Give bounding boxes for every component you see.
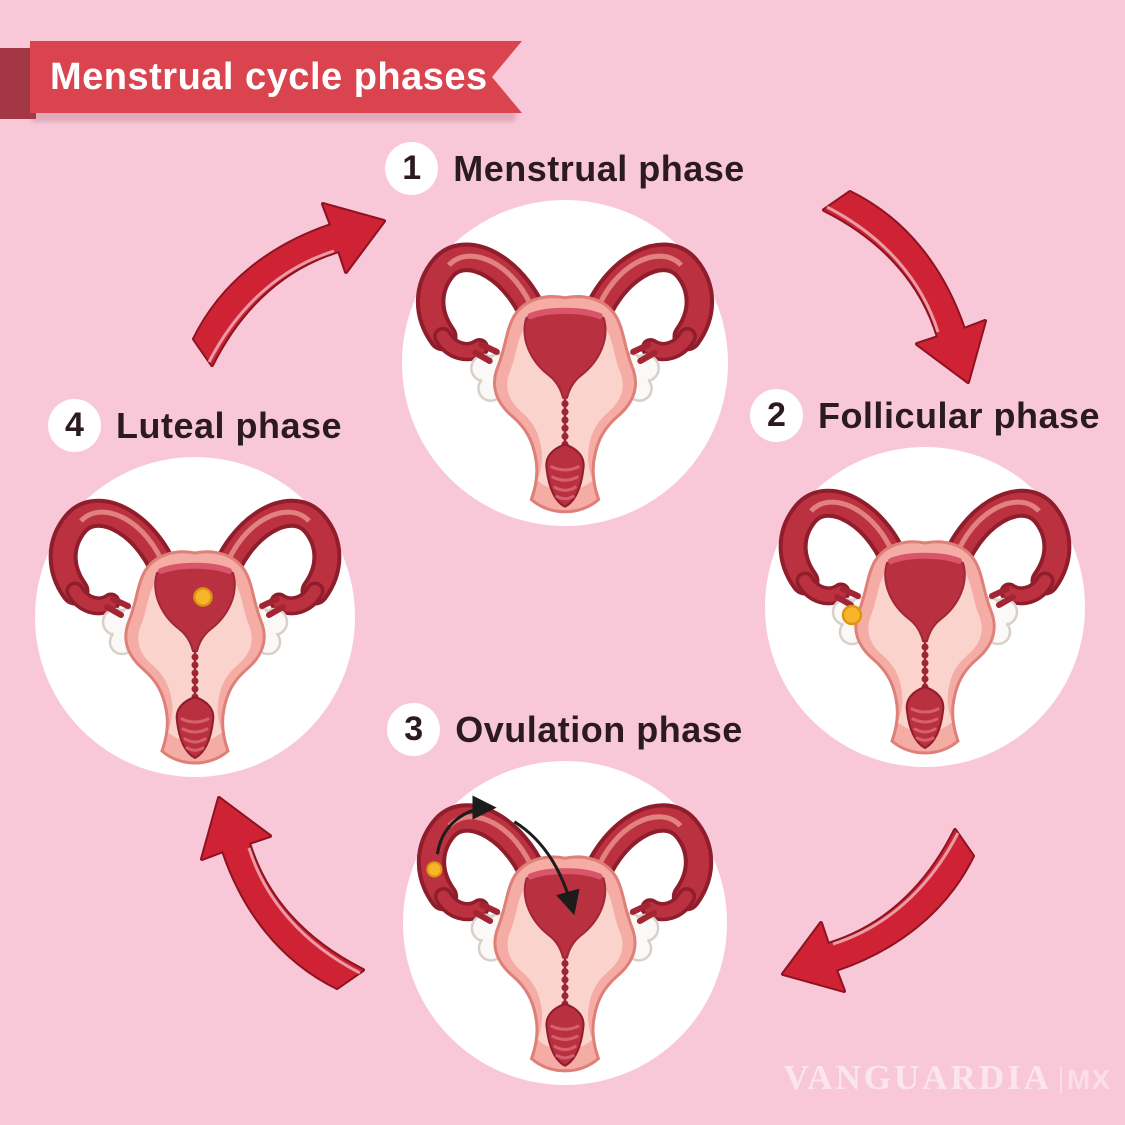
cycle-arrow-top-right-icon (792, 184, 992, 396)
uterus-menstrual-illustration (402, 200, 728, 526)
watermark-brand: VANGUARDIA (783, 1058, 1052, 1097)
cycle-arrow-top-left-icon (186, 197, 398, 397)
phase-ovulation: 3 Ovulation phase (373, 703, 757, 1085)
phase-label-text: Menstrual phase (453, 147, 745, 189)
phase-number-badge: 3 (387, 703, 441, 756)
title-banner: Menstrual cycle phases (30, 41, 522, 113)
phase-number-badge: 1 (385, 142, 439, 195)
phase-label-text: Luteal phase (115, 404, 343, 446)
phase-follicular: 2 Follicular phase (733, 389, 1117, 767)
watermark: VANGUARDIA MX (783, 1058, 1111, 1098)
phase-menstrual: 1 Menstrual phase (373, 142, 757, 526)
phase-number-badge: 2 (749, 389, 803, 442)
phase-circle (402, 200, 728, 526)
page-title: Menstrual cycle phases (50, 55, 488, 98)
phase-luteal: 4 Luteal phase (3, 399, 387, 777)
watermark-divider (1060, 1067, 1062, 1093)
phase-circle (403, 761, 727, 1085)
phase-label: 2 Follicular phase (749, 389, 1101, 442)
phase-label: 4 Luteal phase (47, 399, 343, 452)
cycle-arrow-bottom-right-icon (769, 798, 981, 998)
phase-circle (765, 447, 1085, 767)
watermark-region: MX (1067, 1063, 1111, 1095)
phase-circle (35, 457, 355, 777)
phase-label: 3 Ovulation phase (387, 703, 743, 756)
phase-label-text: Ovulation phase (455, 708, 743, 750)
cycle-arrow-bottom-left-icon (195, 784, 395, 996)
phase-number-badge: 4 (47, 399, 101, 452)
uterus-follicular-illustration (765, 447, 1085, 767)
phase-label-text: Follicular phase (817, 394, 1101, 436)
uterus-ovulation-illustration (403, 795, 727, 1085)
banner-shadow (30, 110, 516, 122)
uterus-luteal-illustration (35, 457, 355, 777)
phase-label: 1 Menstrual phase (385, 142, 745, 195)
